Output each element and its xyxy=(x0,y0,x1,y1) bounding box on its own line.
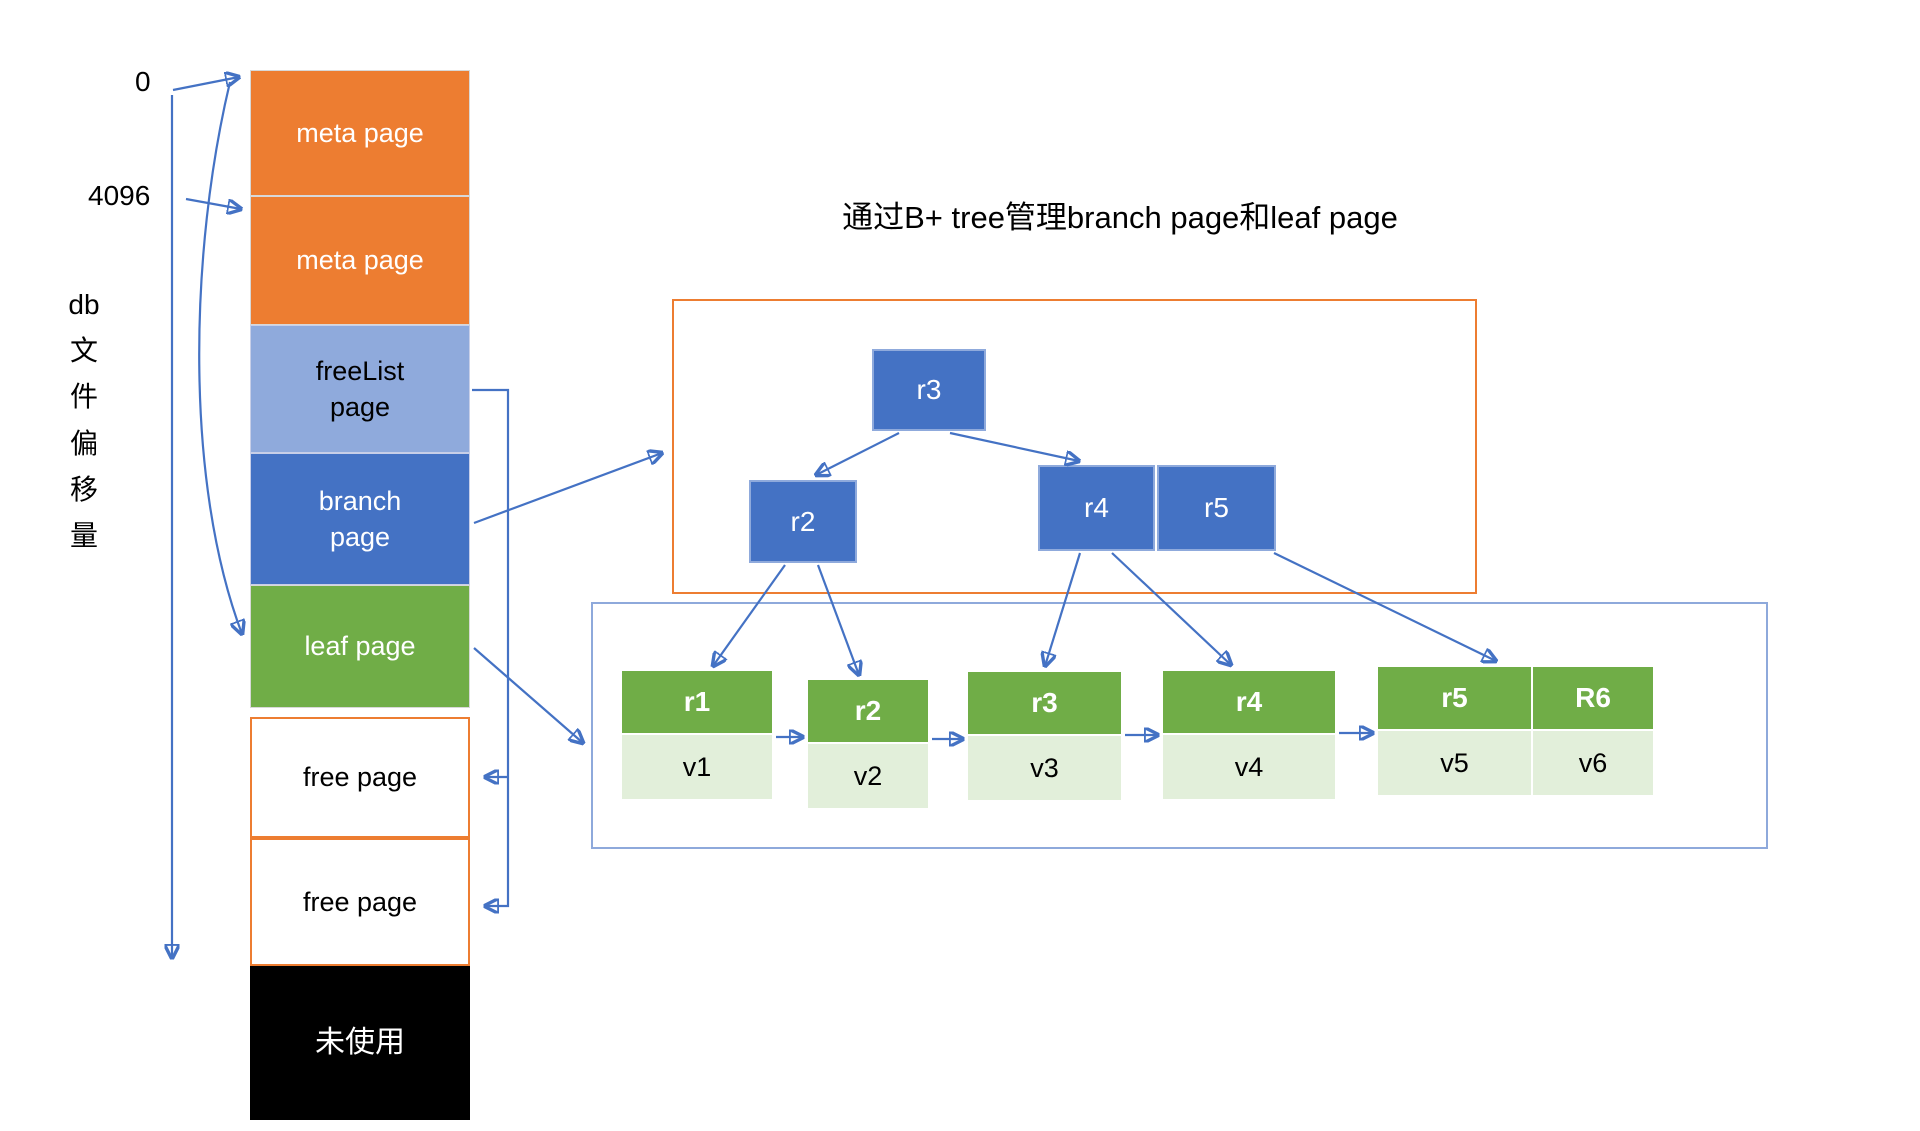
leaf-key: r4 xyxy=(1163,671,1335,733)
btree-node-r2: r2 xyxy=(749,480,857,563)
leaf-value: v5 xyxy=(1378,731,1531,795)
leaf-key: r3 xyxy=(968,672,1121,734)
leaf-key: r5 xyxy=(1378,667,1531,729)
node-label: r2 xyxy=(790,505,816,537)
stack-freelist-page: freeList page xyxy=(250,325,470,453)
branch-to-tree-arrow xyxy=(473,453,662,525)
offset-0-label: 0 xyxy=(135,66,151,97)
btree-node-r5: r5 xyxy=(1157,465,1276,551)
btree-node-r4: r4 xyxy=(1038,465,1155,551)
leaf-cell-r2: r2 v2 xyxy=(808,680,928,808)
btree-node-r3: r3 xyxy=(872,349,986,431)
offset-4096-label: 4096 xyxy=(88,180,151,211)
leaf-value: v6 xyxy=(1533,731,1653,795)
diagram-title: 通过B+ tree管理branch page和leaf page xyxy=(842,200,1398,235)
leaf-value: v2 xyxy=(808,744,928,808)
stack-free-page-1: free page xyxy=(250,717,470,838)
offset-4096-arrow xyxy=(185,197,241,209)
node-label: r3 xyxy=(916,374,942,405)
page-label: leaf page xyxy=(304,631,416,662)
leaf-cell-r5: r5 v5 xyxy=(1378,667,1531,795)
page-label: meta page xyxy=(296,245,424,276)
node-label: r4 xyxy=(1084,492,1109,523)
page-label: free page xyxy=(302,886,418,917)
leaf-value: v4 xyxy=(1163,735,1335,799)
page-label: freeList page xyxy=(315,355,405,422)
db-file-offset-label: db文件偏移量 xyxy=(68,289,100,551)
leaf-key: r2 xyxy=(808,680,928,742)
leaf-cell-r4: r4 v4 xyxy=(1163,671,1335,799)
freelist-to-freepage2-connector xyxy=(472,388,510,906)
page-label: branch page xyxy=(318,485,402,552)
leaf-key: r1 xyxy=(622,671,772,733)
leaf-cell-r3: r3 v3 xyxy=(968,672,1121,800)
leaf-value: v3 xyxy=(968,736,1121,800)
stack-free-page-2: free page xyxy=(250,838,470,966)
node-label: r5 xyxy=(1204,492,1229,523)
leafpage-to-leaflist-arrow xyxy=(473,647,583,743)
leaf-cell-r6: R6 v6 xyxy=(1533,667,1653,795)
meta-to-leaf-curve-arrow xyxy=(198,81,242,634)
leaf-value: v1 xyxy=(622,735,772,799)
page-label: meta page xyxy=(296,117,424,148)
stack-branch-page: branch page xyxy=(250,453,470,585)
stack-unused-block: 未使用 xyxy=(250,966,470,1120)
stack-leaf-page: leaf page xyxy=(250,585,470,708)
offset-0-arrow xyxy=(172,77,239,92)
leaf-key: R6 xyxy=(1533,667,1653,729)
leaf-cell-r1: r1 v1 xyxy=(622,671,772,799)
stack-meta-page-2: meta page xyxy=(250,196,470,325)
page-label: 未使用 xyxy=(315,1025,405,1059)
stack-meta-page-1: meta page xyxy=(250,70,470,196)
page-label: free page xyxy=(302,762,418,793)
